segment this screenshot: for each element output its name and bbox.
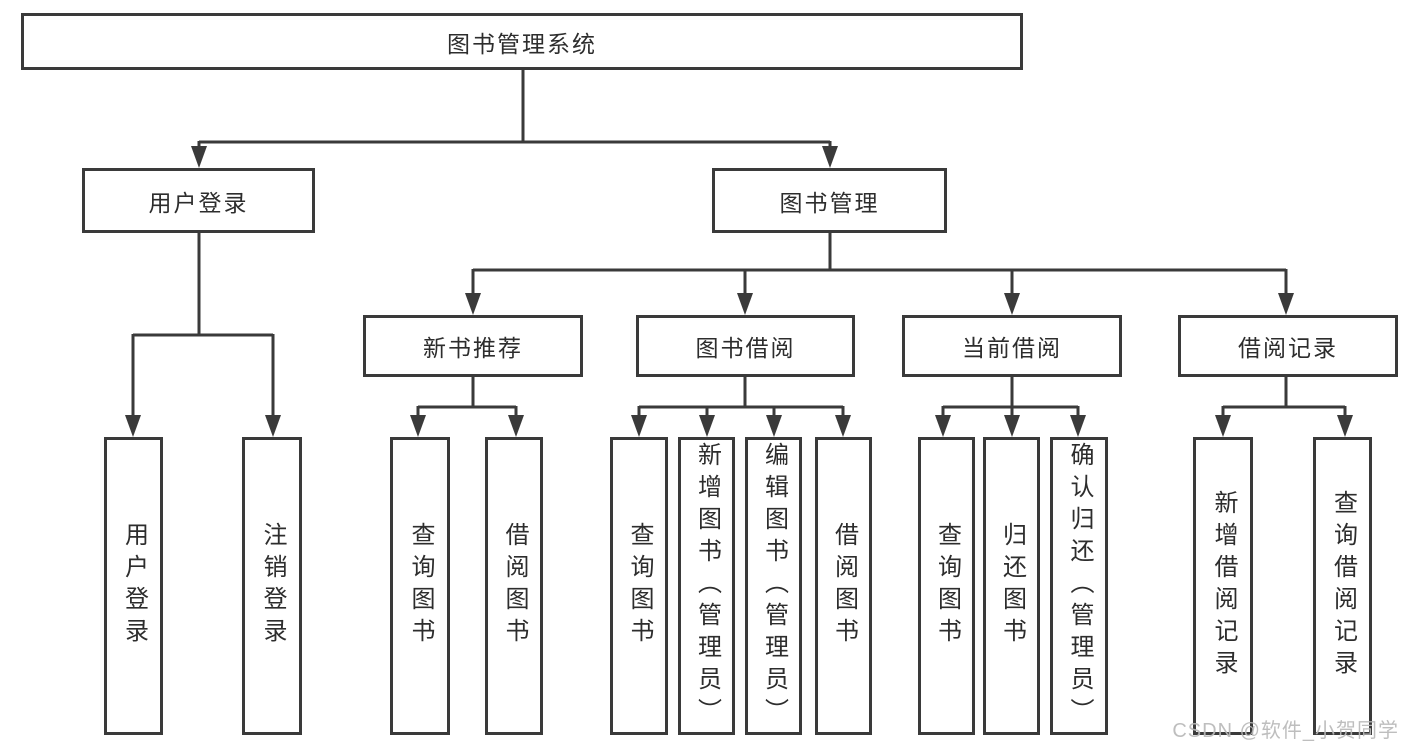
leaf-edit-books-admin: 编辑图书（管理员） — [745, 437, 802, 735]
leaf-add-borrow-record: 新增借阅记录 — [1193, 437, 1253, 735]
node-borrow-records-label: 借阅记录 — [1238, 335, 1338, 361]
node-root: 图书管理系统 — [21, 13, 1023, 70]
node-book-borrow: 图书借阅 — [636, 315, 855, 377]
leaf-borrow-search-books: 查询图书 — [610, 437, 668, 735]
node-current-borrow: 当前借阅 — [902, 315, 1122, 377]
leaf-search-borrow-record-label: 查询借阅记录 — [1329, 490, 1357, 682]
node-new-book-recommend: 新书推荐 — [363, 315, 583, 377]
leaf-current-search-books: 查询图书 — [918, 437, 975, 735]
leaf-return-books: 归还图书 — [983, 437, 1040, 735]
node-book-management: 图书管理 — [712, 168, 947, 233]
leaf-user-login-label: 用户登录 — [120, 522, 148, 650]
leaf-borrow-books: 借阅图书 — [815, 437, 872, 735]
node-new-book-recommend-label: 新书推荐 — [423, 335, 523, 361]
leaf-recommend-borrow-books-label: 借阅图书 — [501, 522, 528, 650]
node-borrow-records: 借阅记录 — [1178, 315, 1398, 377]
leaf-confirm-return-admin-label: 确认归还（管理员） — [1066, 442, 1093, 730]
leaf-add-books-admin-label: 新增图书（管理员） — [693, 442, 721, 730]
leaf-logout: 注销登录 — [242, 437, 302, 735]
node-user-login-label: 用户登录 — [148, 189, 249, 216]
leaf-add-borrow-record-label: 新增借阅记录 — [1210, 490, 1237, 682]
leaf-user-login: 用户登录 — [104, 437, 163, 735]
node-book-management-label: 图书管理 — [779, 189, 880, 216]
leaf-logout-label: 注销登录 — [259, 522, 286, 650]
leaf-return-books-label: 归还图书 — [998, 522, 1026, 650]
leaf-confirm-return-admin: 确认归还（管理员） — [1050, 437, 1108, 735]
leaf-recommend-search-books: 查询图书 — [390, 437, 450, 735]
leaf-add-books-admin: 新增图书（管理员） — [678, 437, 735, 735]
leaf-edit-books-admin-label: 编辑图书（管理员） — [760, 442, 788, 730]
leaf-borrow-search-books-label: 查询图书 — [626, 522, 653, 650]
leaf-search-borrow-record: 查询借阅记录 — [1313, 437, 1372, 735]
node-root-label: 图书管理系统 — [447, 30, 597, 57]
node-user-login: 用户登录 — [82, 168, 315, 233]
leaf-recommend-search-books-label: 查询图书 — [407, 522, 434, 650]
leaf-recommend-borrow-books: 借阅图书 — [485, 437, 543, 735]
leaf-current-search-books-label: 查询图书 — [933, 522, 961, 650]
node-current-borrow-label: 当前借阅 — [962, 335, 1062, 361]
leaf-borrow-books-label: 借阅图书 — [830, 522, 858, 650]
csdn-watermark: CSDN @软件_小贺同学 — [1172, 720, 1399, 742]
node-book-borrow-label: 图书借阅 — [695, 335, 796, 361]
